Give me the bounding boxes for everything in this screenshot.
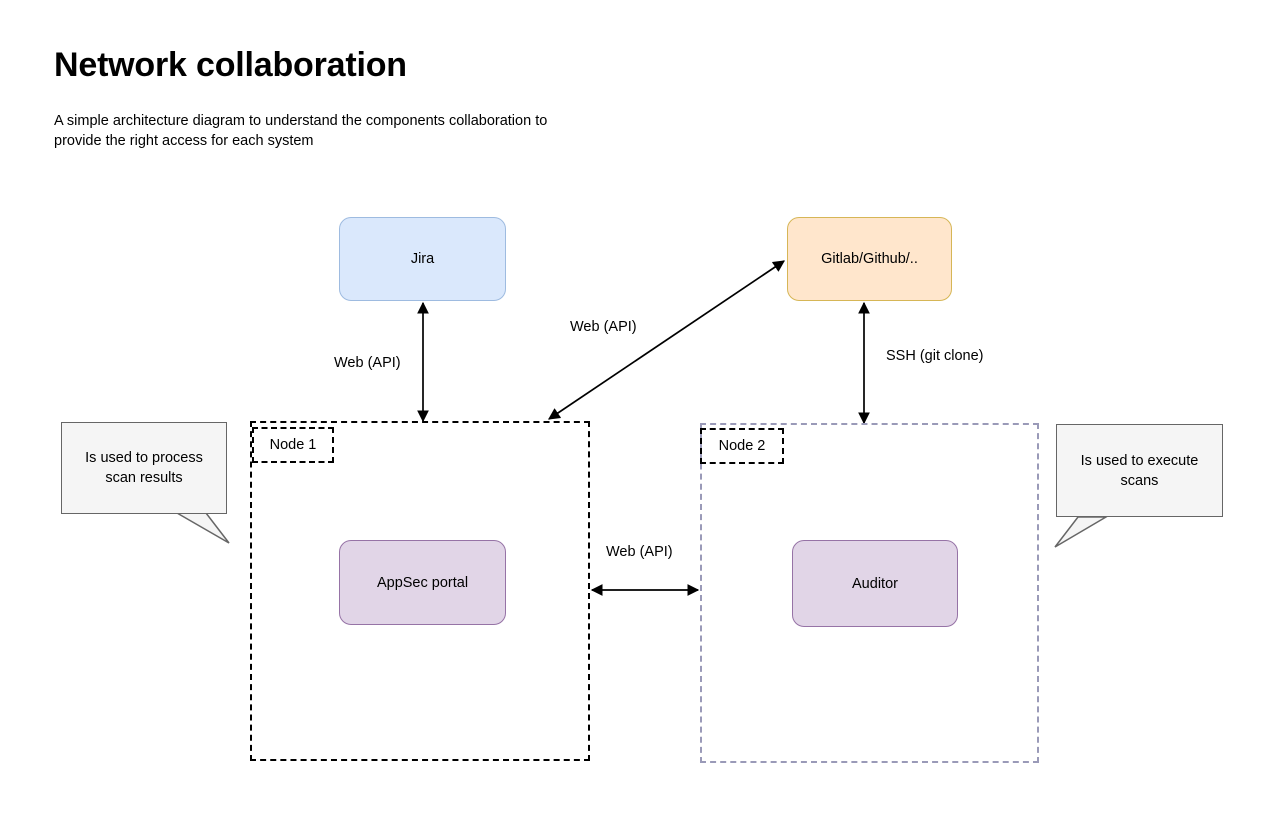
- edge-label-scm-node2: SSH (git clone): [886, 348, 984, 364]
- edge-node1-scm: [548, 260, 785, 420]
- page-subtitle: A simple architecture diagram to underst…: [54, 113, 548, 149]
- edge-label-node1-node2: Web (API): [606, 544, 673, 560]
- node-label-node-2[interactable]: Node 2: [700, 428, 784, 464]
- node-gitlab-github[interactable]: Gitlab/Github/..: [787, 217, 952, 301]
- node-container-node-1[interactable]: [250, 421, 590, 761]
- edge-label-jira-appsec: Web (API): [334, 355, 401, 371]
- node-auditor[interactable]: Auditor: [792, 540, 958, 627]
- callout-right-tail: [1054, 516, 1109, 548]
- node-container-node-2[interactable]: [700, 423, 1039, 763]
- node-jira[interactable]: Jira: [339, 217, 506, 301]
- node-label-node-1[interactable]: Node 1: [252, 427, 334, 463]
- callout-execute-scans[interactable]: Is used to execute scans: [1056, 424, 1223, 517]
- page-title: Network collaboration: [54, 46, 407, 84]
- callout-left-tail: [174, 512, 230, 544]
- edge-label-node1-scm: Web (API): [570, 319, 637, 335]
- callout-process-scan-results[interactable]: Is used to process scan results: [61, 422, 227, 514]
- node-appsec-portal[interactable]: AppSec portal: [339, 540, 506, 625]
